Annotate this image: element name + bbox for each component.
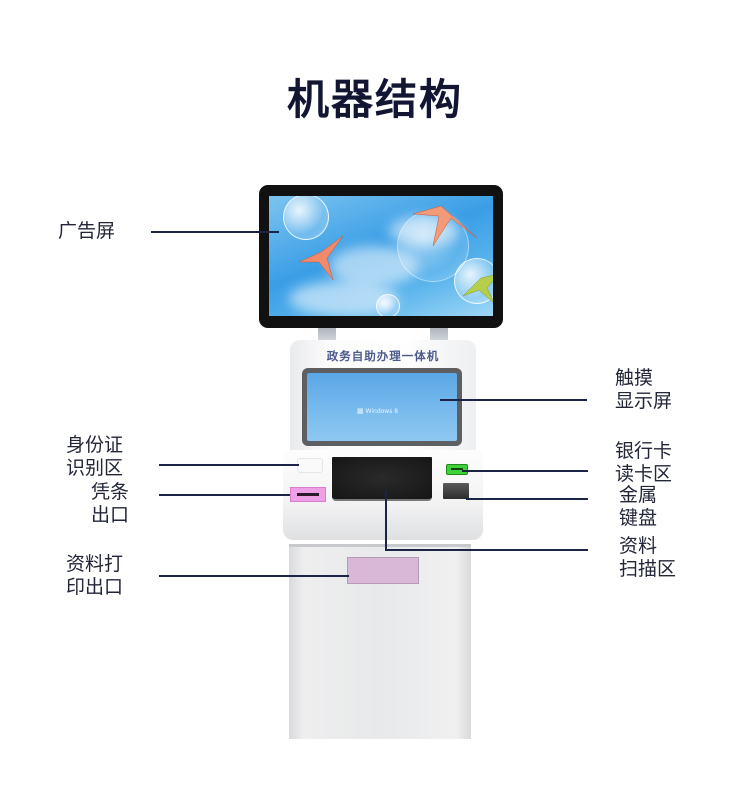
- leader-line-print-outlet: [159, 575, 349, 577]
- ad-screen-display: [269, 196, 493, 316]
- leader-line-ad-screen: [151, 231, 279, 233]
- ad-screen-stand-left: [318, 328, 336, 342]
- page-title: 机器结构: [286, 75, 463, 124]
- ad-screen-monitor: [259, 185, 503, 328]
- label-document-scan-area: 资料 扫描区: [619, 535, 677, 580]
- windows-logo-icon: ▦ Windows 8: [357, 407, 399, 415]
- leader-line-receipt-outlet: [159, 494, 290, 496]
- bank-card-reader[interactable]: [446, 464, 468, 475]
- leader-line-scan-vertical: [385, 490, 387, 550]
- paper-crane-icon: [298, 235, 344, 281]
- kiosk-brand-text: 政务自助办理一体机: [326, 349, 440, 363]
- leader-line-keypad: [466, 498, 588, 500]
- receipt-outlet: [290, 487, 326, 502]
- label-document-print-outlet: 资料打 印出口: [66, 553, 124, 598]
- leader-line-card-reader: [462, 470, 588, 472]
- bubble-icon: [283, 196, 329, 240]
- label-ad-screen: 广告屏: [58, 220, 116, 242]
- leader-line-scan-horizontal: [385, 549, 588, 551]
- paper-crane-icon: [412, 205, 478, 247]
- id-card-reader[interactable]: [297, 458, 323, 473]
- ad-screen-stand-right: [430, 328, 448, 342]
- document-print-outlet: [347, 557, 419, 584]
- touch-screen-bezel: ▦ Windows 8: [302, 368, 462, 446]
- metal-keypad[interactable]: [443, 483, 469, 499]
- paper-crane-icon: [462, 275, 493, 303]
- label-bank-card-reader: 银行卡 读卡区: [615, 440, 673, 485]
- label-id-reader: 身份证 识别区: [66, 434, 124, 479]
- label-metal-keypad: 金属 键盘: [619, 484, 658, 529]
- document-scan-area[interactable]: [332, 457, 432, 501]
- touch-screen-display[interactable]: ▦ Windows 8: [307, 373, 457, 441]
- leader-line-id-reader: [159, 464, 299, 466]
- bubble-icon: [376, 294, 400, 316]
- leader-line-touch-screen: [440, 399, 587, 401]
- label-touch-screen: 触摸 显示屏: [615, 367, 673, 412]
- label-receipt-outlet: 凭条 出口: [90, 481, 129, 526]
